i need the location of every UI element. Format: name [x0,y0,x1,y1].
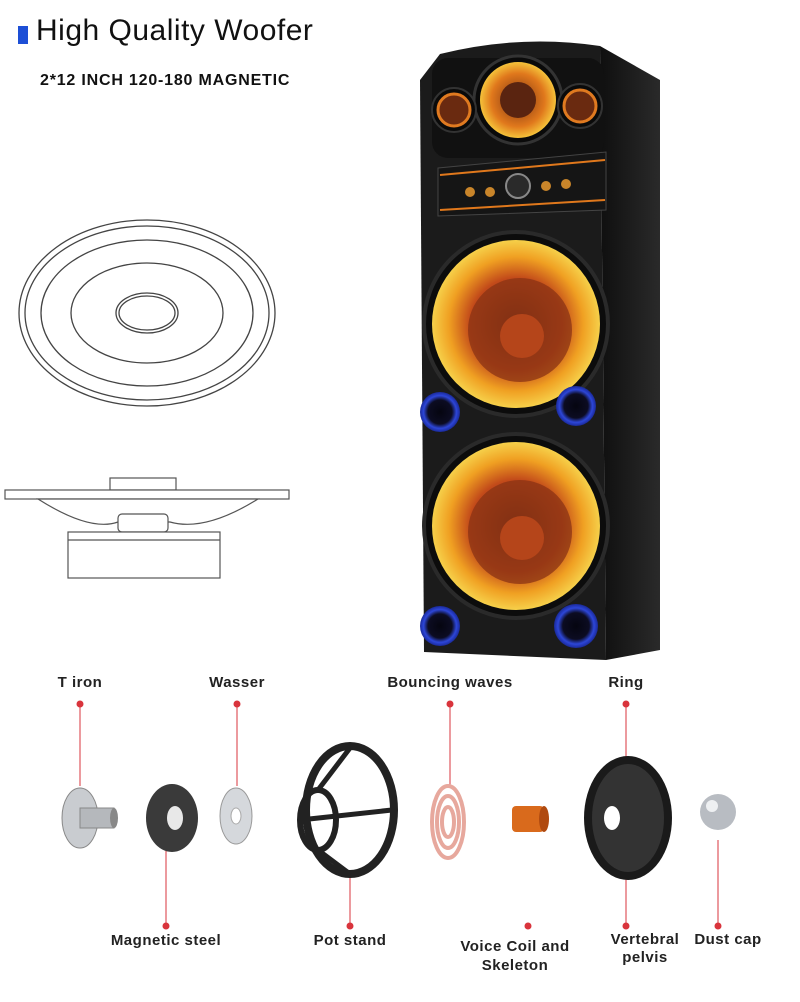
label-ring: Ring [608,674,644,691]
label-magnetic-steel: Magnetic steel [110,932,222,949]
speaker-tower-image [420,41,660,660]
woofer-side-view-drawing [4,477,290,579]
woofer-exploded-components [61,700,736,930]
page-subtitle: 2*12 INCH 120-180 MAGNETIC [40,72,291,89]
dust-cap-part [700,794,736,830]
label-wasser: Wasser [209,674,265,691]
label-pot-stand: Pot stand [313,932,387,949]
title-accent-bar [18,26,28,44]
label-voice-coil-line1: Voice Coil and [460,938,570,955]
pot-stand-part [297,742,398,878]
woofer-top-view-drawing [18,219,276,407]
t-iron-part [61,787,118,849]
voice-coil-part [512,806,549,832]
page-title: High Quality Woofer [36,14,314,47]
label-t-iron: T iron [57,674,103,691]
ring-cone-part [584,756,672,880]
label-vertebral-line2: pelvis [622,949,668,966]
wasser-part [219,787,253,845]
label-voice-coil-line2: Skeleton [481,957,549,974]
bouncing-waves-part [430,784,466,860]
magnetic-steel-part [146,784,198,852]
label-vertebral-line1: Vertebral [610,931,680,948]
label-bouncing-waves: Bouncing waves [387,674,513,691]
label-dust-cap: Dust cap [694,931,762,948]
